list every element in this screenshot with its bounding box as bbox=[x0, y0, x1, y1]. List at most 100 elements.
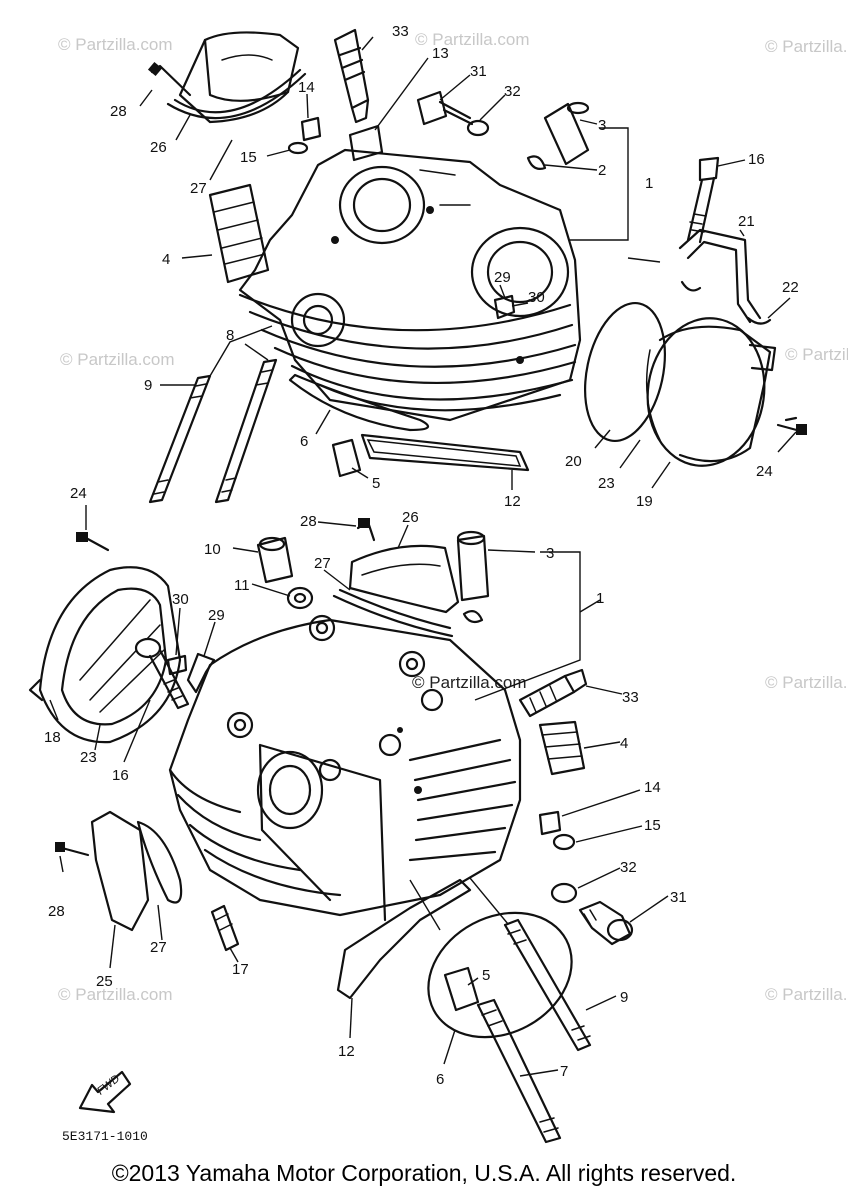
part-12-gasket bbox=[360, 433, 530, 472]
watermark-group: © Partzilla.com © Partzilla.com © Partzi… bbox=[58, 30, 848, 1004]
part-32-washer-lower bbox=[550, 882, 578, 904]
callout-28: 28 bbox=[48, 903, 65, 920]
callout-33: 33 bbox=[392, 23, 409, 40]
part-12-gasket-lower bbox=[336, 878, 472, 1000]
callout-12: 12 bbox=[504, 493, 521, 510]
part-10-collar bbox=[256, 536, 294, 584]
watermark: © Partzilla.com bbox=[58, 985, 173, 1004]
part-4-spring-lower bbox=[538, 720, 586, 776]
callout-27: 27 bbox=[314, 555, 331, 572]
upper-head-assembly bbox=[139, 28, 807, 504]
callout-16: 16 bbox=[748, 151, 765, 168]
part-2-clip bbox=[526, 155, 547, 170]
callout-4: 4 bbox=[620, 735, 628, 752]
part-6-oring-lower bbox=[427, 911, 573, 1039]
part-33-spark-plug-lower bbox=[518, 668, 588, 718]
part-29-30 bbox=[493, 294, 516, 320]
part-25-cover bbox=[90, 810, 150, 932]
callout-26: 26 bbox=[150, 139, 167, 156]
callout-9: 9 bbox=[144, 377, 152, 394]
leader-lines-top bbox=[139, 36, 797, 490]
callout-28: 28 bbox=[110, 103, 127, 120]
callout-30: 30 bbox=[528, 289, 545, 306]
part-16-bolt bbox=[686, 156, 720, 244]
callout-6: 6 bbox=[436, 1071, 444, 1088]
part-20-gasket bbox=[583, 301, 667, 443]
callout-21: 21 bbox=[738, 213, 755, 230]
callout-5: 5 bbox=[482, 967, 490, 984]
part-15-lower bbox=[552, 833, 576, 851]
part-29-lower bbox=[186, 652, 216, 694]
part-8-stud bbox=[214, 358, 278, 504]
callout-26: 26 bbox=[402, 509, 419, 526]
callout-22: 22 bbox=[782, 279, 799, 296]
callout-29: 29 bbox=[494, 269, 511, 286]
part-11-washer bbox=[286, 586, 314, 610]
callout-19: 19 bbox=[636, 493, 653, 510]
part-4-spring bbox=[208, 183, 270, 284]
callout-7: 7 bbox=[560, 1063, 568, 1080]
callout-14: 14 bbox=[644, 779, 661, 796]
part-30-lower bbox=[166, 654, 188, 676]
diagram-code: 5E3171-1010 bbox=[62, 1129, 148, 1144]
watermark: © Partzilla.com bbox=[765, 985, 848, 1004]
callout-6: 6 bbox=[300, 433, 308, 450]
callout-18: 18 bbox=[44, 729, 61, 746]
watermark: © Partzilla.com bbox=[412, 673, 527, 692]
leader-lines-bottom bbox=[49, 505, 669, 1077]
callout-32: 32 bbox=[504, 83, 521, 100]
callouts-bottom: 24 28 26 10 3 27 11 1 30 29 18 23 16 33 … bbox=[44, 485, 687, 1088]
part-14-lower bbox=[538, 810, 562, 836]
callout-15: 15 bbox=[644, 817, 661, 834]
watermark: © Partzilla.com bbox=[765, 673, 848, 692]
part-24-bolt-lower bbox=[76, 532, 110, 552]
callout-9: 9 bbox=[620, 989, 628, 1006]
callout-28: 28 bbox=[300, 513, 317, 530]
callout-2: 2 bbox=[598, 162, 606, 179]
callout-31: 31 bbox=[470, 63, 487, 80]
lower-head-assembly: FWD bbox=[28, 505, 669, 1144]
callout-29: 29 bbox=[208, 607, 225, 624]
part-19-side-cover bbox=[645, 317, 777, 467]
callout-23: 23 bbox=[598, 475, 615, 492]
part-9-stud-lower bbox=[503, 918, 592, 1052]
callouts-top: 33 13 31 32 3 2 1 16 28 26 14 15 27 4 21… bbox=[110, 23, 799, 510]
callout-27: 27 bbox=[190, 180, 207, 197]
part-31-32 bbox=[416, 90, 490, 137]
part-3-guide-lower bbox=[456, 530, 490, 602]
callout-13: 13 bbox=[432, 45, 449, 62]
part-5-dowel bbox=[331, 438, 362, 478]
part-9-stud bbox=[148, 374, 212, 504]
part-26-cover-lower bbox=[332, 544, 460, 638]
callout-1: 1 bbox=[596, 590, 604, 607]
part-16-bolt-lower bbox=[134, 637, 190, 710]
callout-31: 31 bbox=[670, 889, 687, 906]
callout-17: 17 bbox=[232, 961, 249, 978]
callout-25: 25 bbox=[96, 973, 113, 990]
callout-10: 10 bbox=[204, 541, 221, 558]
part-14-15 bbox=[287, 116, 322, 155]
callout-20: 20 bbox=[565, 453, 582, 470]
part-6-oring bbox=[288, 373, 430, 432]
fwd-arrow-icon: FWD bbox=[78, 1070, 132, 1114]
part-33-spark-plug bbox=[333, 28, 370, 124]
part-27-oring-lower bbox=[136, 820, 183, 904]
part-17-stud bbox=[210, 904, 240, 952]
callout-24: 24 bbox=[756, 463, 773, 480]
callout-12: 12 bbox=[338, 1043, 355, 1060]
callout-3: 3 bbox=[546, 545, 554, 562]
part-26-cover bbox=[166, 31, 307, 124]
upper-cylinder-head bbox=[238, 148, 582, 422]
part-28-bolt bbox=[147, 61, 192, 97]
callout-16: 16 bbox=[112, 767, 129, 784]
part-31-bolt-lower bbox=[578, 900, 634, 946]
lower-cylinder-head bbox=[168, 614, 522, 922]
part-3-guide bbox=[543, 101, 590, 166]
callout-5: 5 bbox=[372, 475, 380, 492]
callout-14: 14 bbox=[298, 79, 315, 96]
watermark: © Partzilla.com bbox=[765, 37, 848, 56]
part-22-clamp bbox=[680, 280, 702, 292]
callout-15: 15 bbox=[240, 149, 257, 166]
callout-24: 24 bbox=[70, 485, 87, 502]
